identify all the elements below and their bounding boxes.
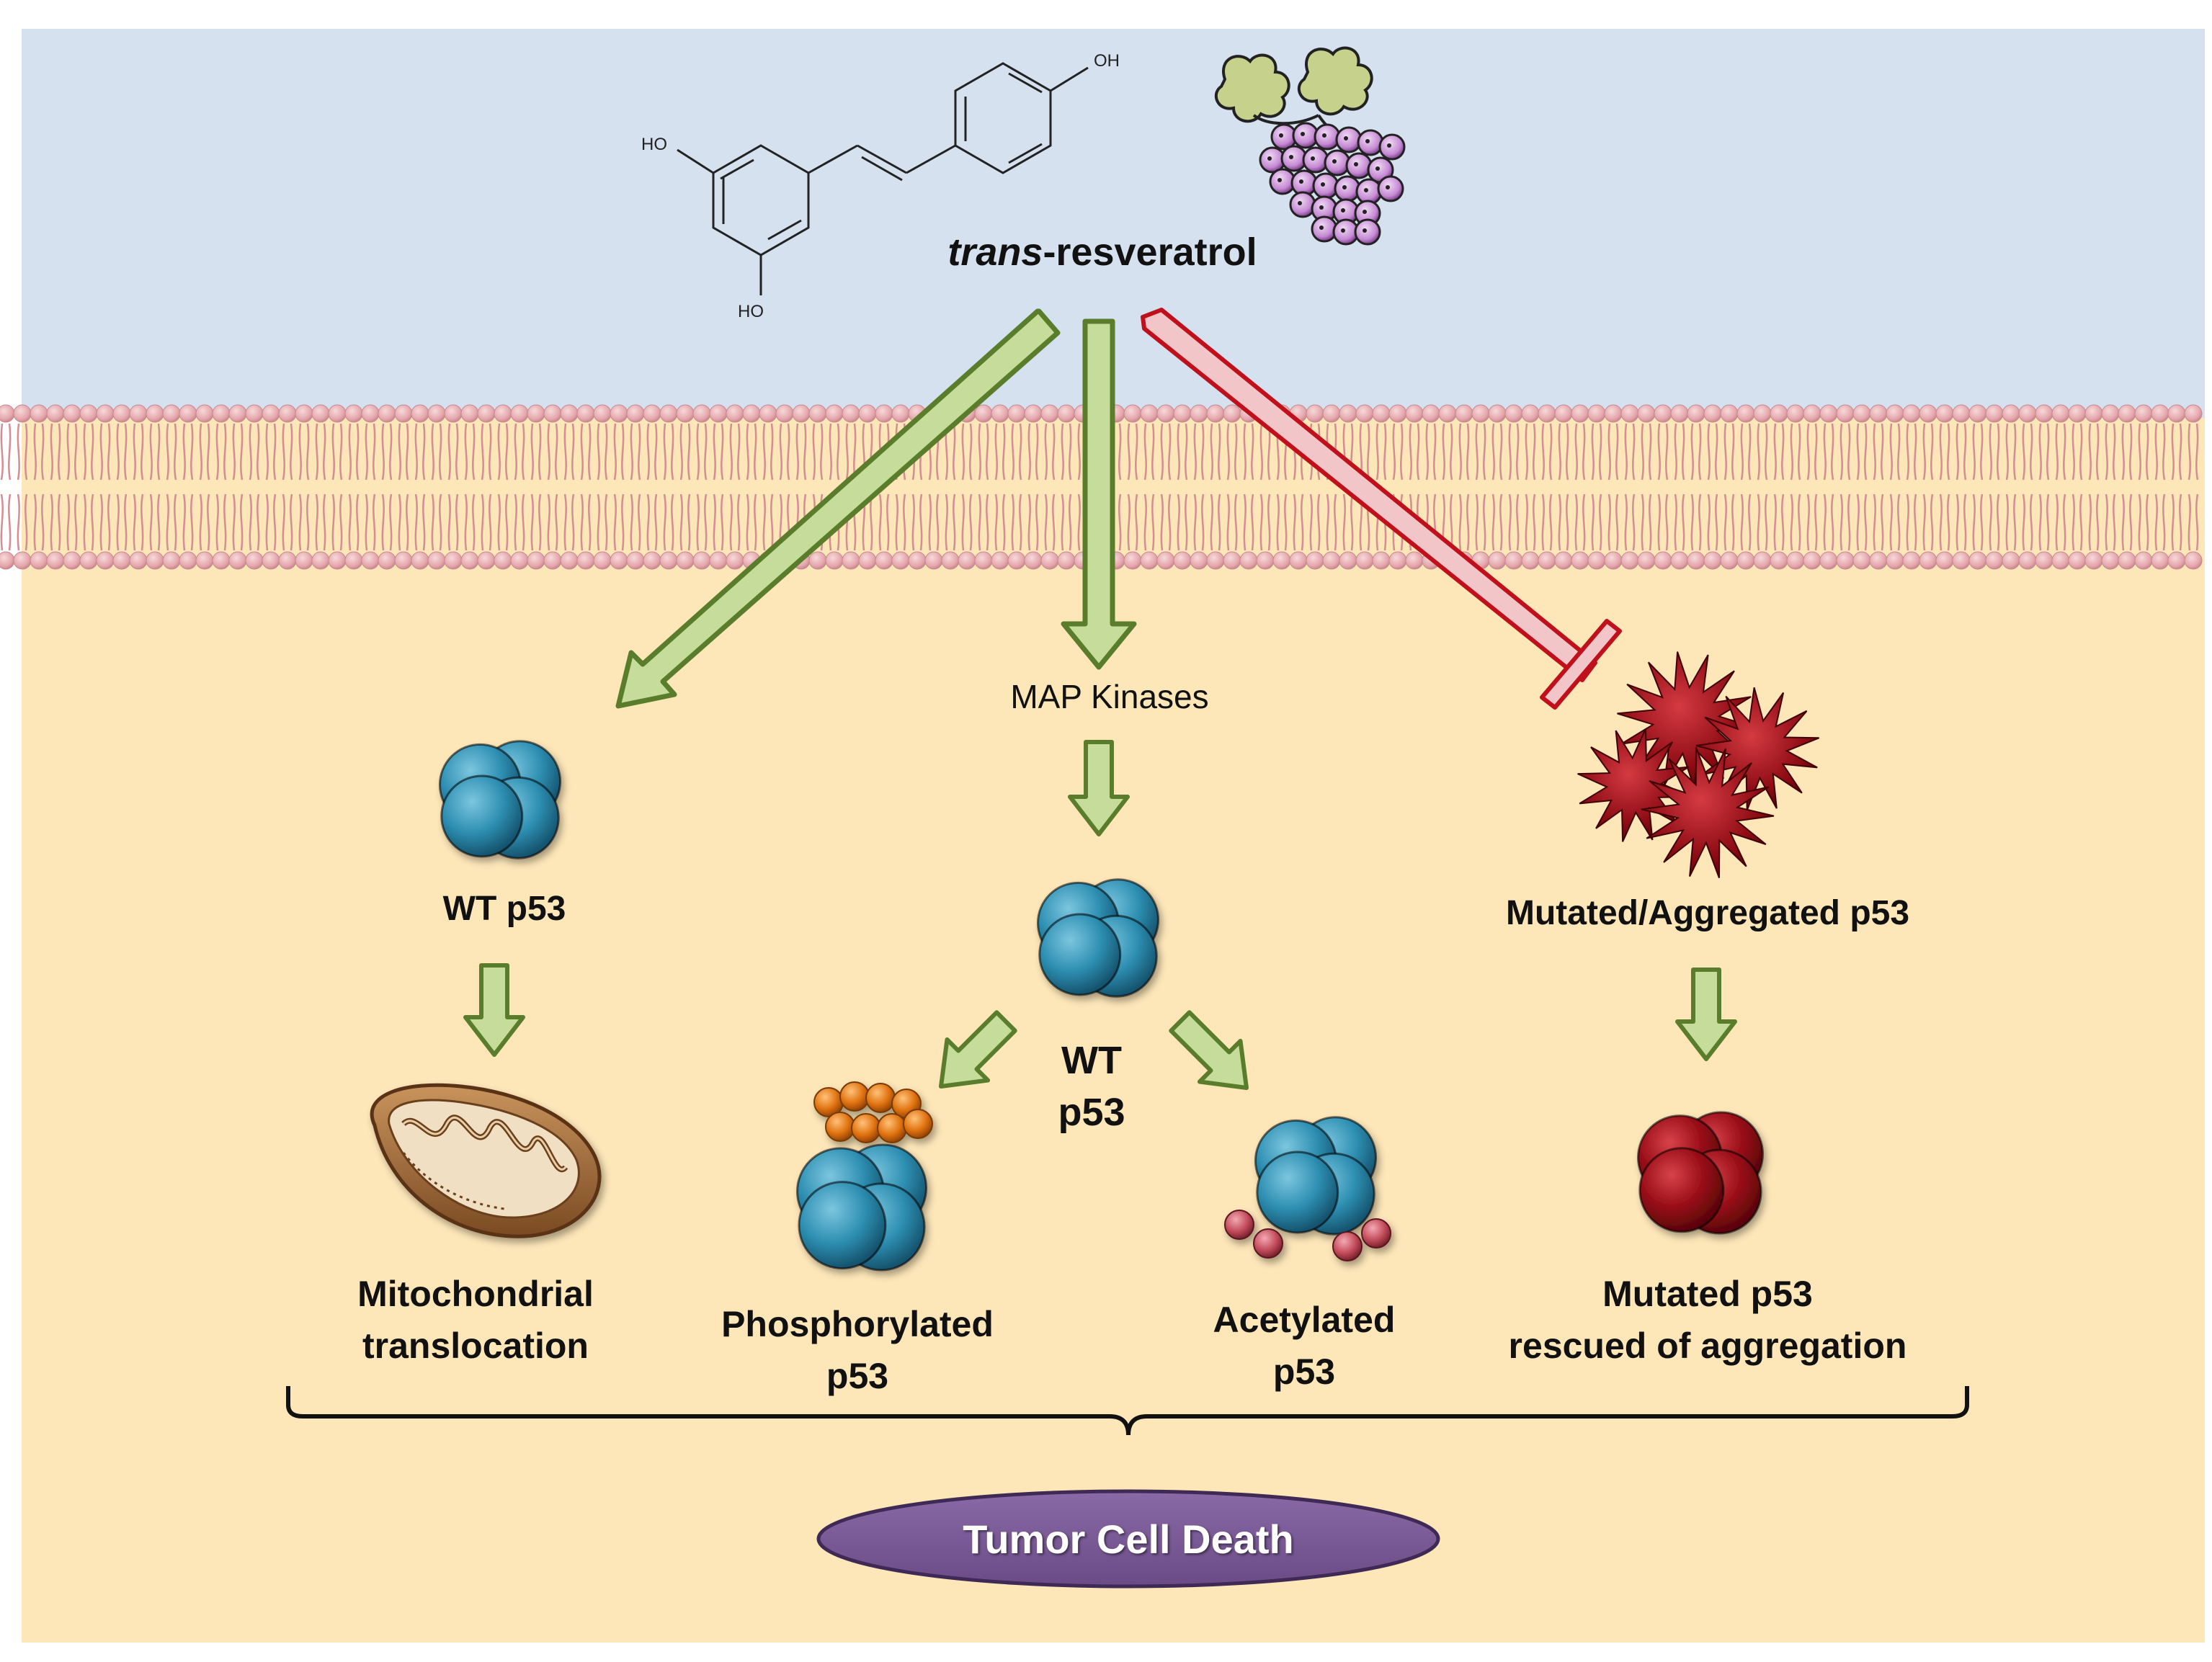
label-tumor-cell-death: Tumor Cell Death — [963, 1516, 1294, 1562]
label-acetyl-line1: Acetylated — [1213, 1300, 1396, 1340]
grape-berry — [1314, 123, 1341, 151]
label-mitochondrial-translocation: Mitochondrial translocation — [303, 1268, 648, 1372]
grape-berry — [1302, 146, 1329, 174]
grape-berry — [1378, 133, 1406, 161]
phosphate-group — [851, 1113, 881, 1143]
arrow-to-wt-p53 — [615, 308, 1061, 709]
oh-label-left: HO — [641, 135, 667, 154]
aggregate-spike-cluster — [1641, 747, 1775, 878]
p53-subunit — [1638, 1147, 1725, 1233]
label-phosphorylated-p53: Phosphorylated p53 — [677, 1298, 1038, 1402]
arrow-to-phosphorylated — [939, 1010, 1017, 1089]
result-ellipse — [816, 1489, 1440, 1589]
label-wt-p53-center: WT p53 — [1020, 1035, 1164, 1138]
p53-subunit — [1038, 913, 1122, 996]
grape-berry — [1311, 215, 1338, 243]
label-map-kinases: MAP Kinases — [1010, 678, 1209, 715]
arrow-wt-p53-to-mitochondria — [463, 963, 525, 1057]
mitochondrion-icon — [370, 1083, 602, 1238]
aggregate-spike-cluster — [1617, 651, 1755, 790]
grape-berry — [1334, 175, 1361, 202]
phosphate-group — [825, 1112, 855, 1142]
lipid-bilayer — [0, 404, 2203, 570]
label-phospho-line2: p53 — [826, 1356, 889, 1396]
label-rescued-mutant-p53: Mutated p53 rescued of aggregation — [1463, 1268, 1953, 1372]
grape-berry — [1357, 129, 1384, 156]
acetyl-group — [1224, 1210, 1254, 1240]
aggregate-spike-cluster — [1695, 687, 1819, 810]
arrow-to-acetylated — [1169, 1010, 1249, 1090]
wt-p53-tetramer-center — [1036, 878, 1160, 998]
label-mutated-aggregated-p53: Mutated/Aggregated p53 — [1505, 894, 1910, 932]
label-rescued-line1: Mutated p53 — [1602, 1274, 1813, 1314]
label-wt-p53-center-line2: p53 — [1058, 1091, 1125, 1134]
aggregated-p53-icon — [1577, 651, 1819, 878]
resveratrol-structure — [677, 62, 1089, 295]
oh-label-top: OH — [1094, 51, 1120, 71]
p53-subunit — [1256, 1151, 1339, 1234]
arrow-mutant-to-rescued — [1675, 968, 1737, 1061]
arrow-map-kinases-to-p53 — [1068, 740, 1130, 836]
grape-berry — [1354, 218, 1381, 246]
label-acetylated-p53: Acetylated p53 — [1153, 1294, 1455, 1398]
acetyl-group — [1253, 1228, 1283, 1259]
label-wt-p53-left: WT p53 — [442, 890, 566, 928]
grape-berry — [1312, 172, 1339, 200]
label-rescued-line2: rescued of aggregation — [1508, 1326, 1907, 1366]
label-wt-p53-center-line1: WT — [1061, 1039, 1122, 1082]
phosphate-group — [865, 1083, 896, 1113]
grapes-icon — [1214, 46, 1406, 246]
p53-subunit — [440, 774, 524, 858]
compound-name-rest: -resveratrol — [1043, 231, 1257, 274]
grape-berry — [1324, 149, 1351, 177]
oh-label-bottom: HO — [738, 302, 764, 321]
label-phospho-line1: Phosphorylated — [721, 1304, 994, 1344]
phosphate-group — [877, 1113, 907, 1143]
grape-berry — [1377, 175, 1404, 202]
wt-p53-tetramer-left — [438, 740, 562, 859]
acetyl-group — [1361, 1218, 1391, 1248]
arrow-to-map-kinases — [1061, 318, 1137, 670]
phosphate-group — [839, 1081, 870, 1112]
acetylated-p53-tetramer — [1224, 1116, 1391, 1261]
label-mito-line2: translocation — [362, 1326, 589, 1366]
grape-berry — [1289, 191, 1316, 218]
phosphate-group — [903, 1109, 933, 1139]
p53-subunit — [798, 1181, 887, 1270]
phosphorylated-p53-tetramer — [795, 1081, 933, 1272]
label-mito-line1: Mitochondrial — [357, 1274, 594, 1314]
compound-name: trans-resveratrol — [947, 231, 1257, 274]
rescued-mutant-p53-tetramer — [1636, 1111, 1765, 1235]
grape-berry — [1345, 152, 1373, 179]
label-acetyl-line2: p53 — [1272, 1352, 1336, 1392]
convergence-bracket — [286, 1386, 1969, 1436]
grape-berry — [1335, 126, 1363, 153]
inhibition-line — [1141, 308, 1622, 710]
acetyl-group — [1332, 1231, 1363, 1261]
compound-name-italic: trans — [947, 231, 1043, 274]
